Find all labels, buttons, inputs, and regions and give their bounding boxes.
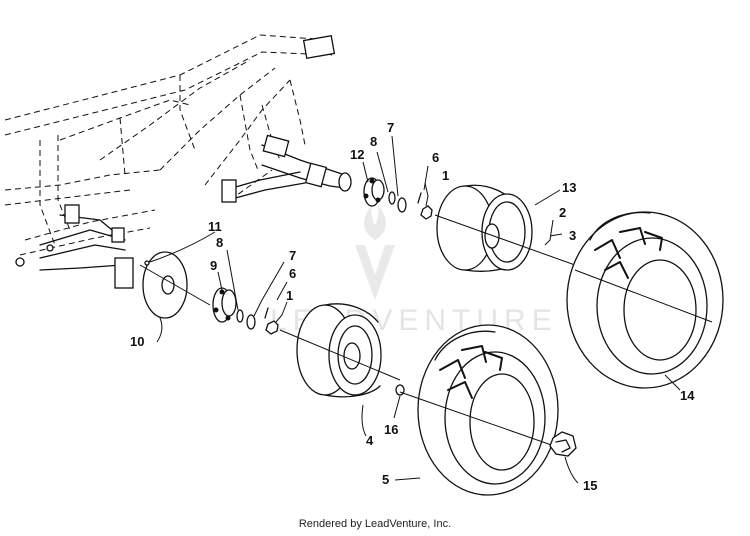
rear-tire [566, 211, 724, 389]
callout-2: 2 [559, 205, 566, 220]
callout-7-rear: 7 [387, 120, 394, 135]
callout-9: 9 [210, 258, 217, 273]
front-wheel-rim [279, 303, 401, 398]
front-washer-and-nut [236, 307, 279, 335]
callout-4: 4 [366, 433, 374, 448]
callout-14: 14 [680, 388, 695, 403]
rear-hub [363, 177, 385, 207]
front-tire [399, 324, 561, 496]
callout-6-rear: 6 [432, 150, 439, 165]
callout-16: 16 [384, 422, 398, 437]
callout-15: 15 [583, 478, 597, 493]
callout-5: 5 [382, 472, 389, 487]
chassis-frame [4, 34, 336, 256]
rear-washer-and-nut [388, 191, 433, 220]
callout-11: 11 [208, 219, 222, 234]
callout-13: 13 [562, 180, 576, 195]
callout-10: 10 [130, 334, 144, 349]
callouts: 1 1 2 3 4 5 6 6 7 7 8 8 9 10 11 12 13 [130, 120, 695, 493]
rear-axle-housing [221, 134, 352, 203]
brake-disc [139, 251, 211, 319]
front-hub [212, 287, 237, 323]
render-credit: Rendered by LeadVenture, Inc. [298, 518, 452, 530]
rear-wheel-rim [434, 184, 576, 272]
callout-8-front: 8 [216, 235, 223, 250]
callout-7-front: 7 [289, 248, 296, 263]
center-cap [549, 431, 577, 457]
front-bolt [144, 260, 150, 266]
callout-1-rear: 1 [442, 168, 449, 183]
callout-3: 3 [569, 228, 576, 243]
callout-1-front: 1 [286, 288, 293, 303]
front-suspension [15, 204, 134, 289]
callout-6-front: 6 [289, 266, 296, 281]
callout-12: 12 [350, 147, 364, 162]
callout-8-rear: 8 [370, 134, 377, 149]
